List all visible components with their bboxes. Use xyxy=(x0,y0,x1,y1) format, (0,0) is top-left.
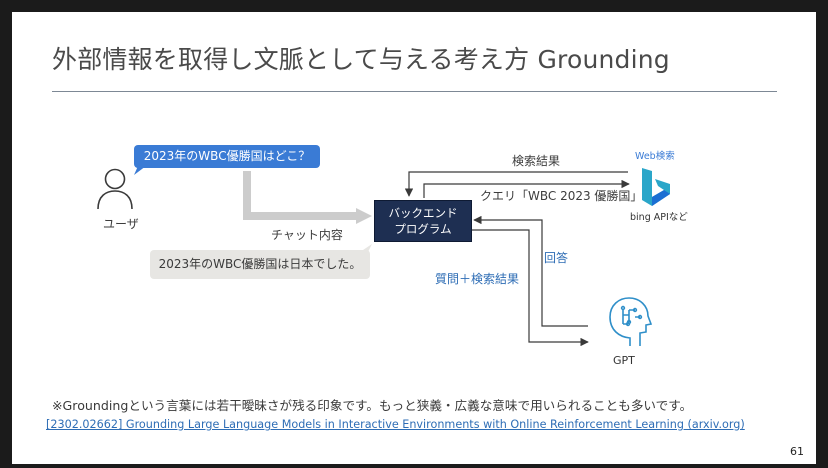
backend-label-line1: バックエンド xyxy=(388,206,458,220)
slide: 外部情報を取得し文脈として与える考え方 Grounding xyxy=(12,12,816,464)
bing-logo-icon xyxy=(642,168,670,206)
query-label: クエリ「WBC 2023 優勝国」 xyxy=(480,189,643,203)
user-label: ユーザ xyxy=(103,217,139,231)
page-number: 61 xyxy=(790,445,804,458)
query-arrow xyxy=(423,179,630,198)
search-results-label: 検索結果 xyxy=(512,154,561,168)
title-divider xyxy=(52,91,777,92)
bing-api-label: bing APIなど xyxy=(630,212,688,223)
user-icon xyxy=(97,168,133,210)
chat-content-arrow xyxy=(243,171,372,224)
footnote: ※Groundingという言葉には若干曖昧さが残る印象です。もっと狭義・広義な意… xyxy=(52,398,693,413)
web-search-label: Web検索 xyxy=(635,151,675,162)
user-question-bubble: 2023年のWBC優勝国はどこ？ xyxy=(134,145,320,168)
slide-title: 外部情報を取得し文脈として与える考え方 Grounding xyxy=(52,45,670,74)
gpt-label: GPT xyxy=(613,354,635,367)
answer-label: 回答 xyxy=(544,251,569,265)
search-results-arrow xyxy=(404,171,628,197)
grounding-diagram xyxy=(97,166,670,347)
chat-content-label: チャット内容 xyxy=(271,228,343,242)
question-results-arrow xyxy=(472,229,589,347)
question-plus-results-label: 質問＋検索結果 xyxy=(435,272,520,286)
answer-bubble: 2023年のWBC優勝国は日本でした。 xyxy=(150,250,370,279)
gpt-brain-icon xyxy=(609,297,653,346)
question-bubble-tail xyxy=(134,166,146,175)
reference-link[interactable]: [2302.02662] Grounding Large Language Mo… xyxy=(46,418,745,431)
backend-label-line2: プログラム xyxy=(394,222,452,236)
answer-arrow xyxy=(473,215,588,327)
backend-program-box: バックエンド プログラム xyxy=(374,200,472,242)
